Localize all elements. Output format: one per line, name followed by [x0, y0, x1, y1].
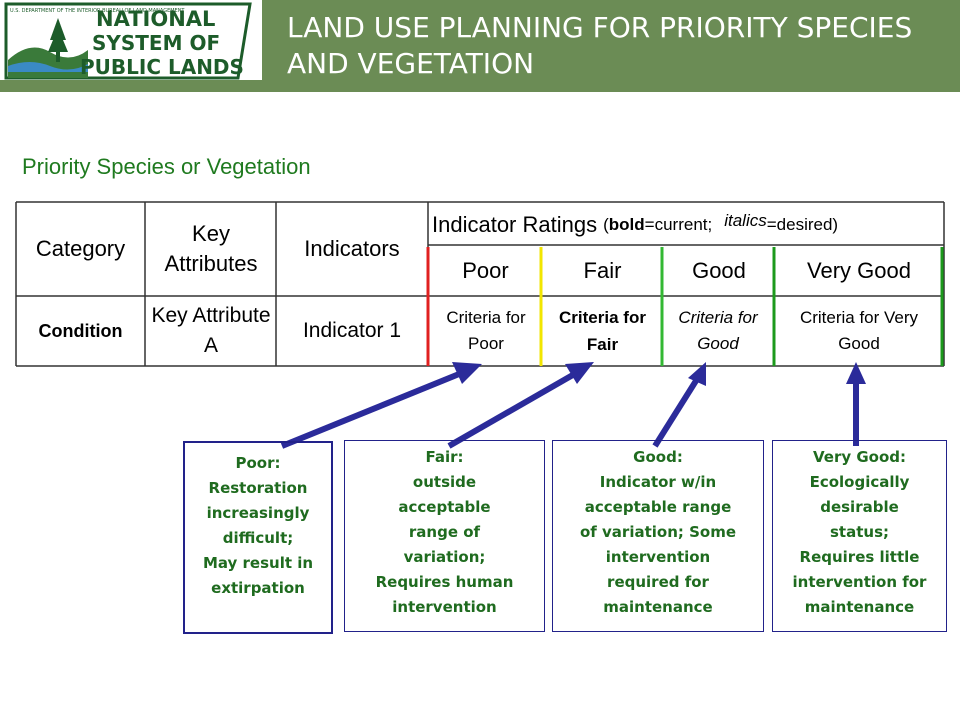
- rating-poor: Poor: [462, 258, 509, 283]
- header-category: Category: [35, 236, 126, 261]
- arrow-good-line: [652, 374, 702, 448]
- indicator-ratings-label: Indicator Ratings: [432, 212, 598, 237]
- rating-very-good: Very Good: [807, 258, 911, 283]
- exp-poor-line: extirpation: [211, 579, 305, 597]
- arrow-poor-line: [280, 369, 466, 449]
- exp-fair-line: Fair:: [425, 448, 464, 466]
- criteria-fair: Criteria for Fair: [559, 308, 646, 354]
- ratings-note-open: (: [603, 215, 609, 234]
- arrow-good-head: [688, 362, 706, 386]
- explanation-very-good: Very Good: Ecologically desirable status…: [772, 440, 947, 632]
- logo-line3: PUBLIC LANDS: [80, 55, 244, 79]
- exp-poor-line: difficult;: [222, 529, 294, 547]
- header-indicator-ratings: Indicator Ratings ( bold =current; itali…: [432, 206, 944, 244]
- exp-good-line: acceptable range: [584, 498, 732, 516]
- exp-poor-line: May result in: [202, 554, 314, 572]
- exp-very-good-line: status;: [830, 523, 889, 541]
- exp-fair-line: intervention: [392, 598, 497, 616]
- exp-good-line: Indicator w/in: [599, 473, 717, 491]
- exp-good-line: of variation; Some: [579, 523, 737, 541]
- arrow-poor-head: [452, 362, 482, 384]
- explanation-fair: Fair: outside acceptable range of variat…: [344, 440, 545, 632]
- criteria-poor: Criteria for Poor: [446, 308, 526, 353]
- exp-fair-line: Requires human: [375, 573, 514, 591]
- exp-good-line: intervention: [605, 548, 711, 566]
- ratings-note-bold: bold: [608, 215, 645, 234]
- criteria-good: Criteria for Good: [678, 308, 758, 353]
- explanation-good: Good: Indicator w/in acceptable range of…: [552, 440, 764, 632]
- row-key-attribute: Key Attribute A: [151, 304, 271, 357]
- ratings-note-italics: italics: [724, 211, 767, 230]
- exp-fair-line: variation;: [403, 548, 486, 566]
- rating-good: Good: [692, 258, 746, 283]
- exp-poor-line: Restoration: [208, 479, 308, 497]
- exp-very-good-line: maintenance: [804, 598, 915, 616]
- explanation-poor: Poor: Restoration increasingly difficult…: [183, 441, 333, 634]
- section-title: Priority Species or Vegetation: [22, 154, 311, 179]
- exp-good-line: required for: [607, 573, 709, 591]
- arrow-very-good-head: [846, 362, 866, 384]
- exp-very-good-line: desirable: [820, 498, 899, 516]
- exp-very-good-line: Very Good:: [812, 448, 907, 466]
- exp-very-good-line: Requires little: [799, 548, 920, 566]
- exp-fair-line: range of: [408, 523, 481, 541]
- exp-fair-line: outside: [412, 473, 477, 491]
- rating-fair: Fair: [583, 258, 622, 283]
- blm-logo: U.S. DEPARTMENT OF THE INTERIOR BUREAU O…: [0, 0, 262, 80]
- header-title: LAND USE PLANNING FOR PRIORITY SPECIES A…: [287, 11, 913, 80]
- exp-poor-line: increasingly: [206, 504, 310, 522]
- arrow-fair-head: [565, 362, 594, 384]
- exp-very-good-line: Ecologically: [809, 473, 910, 491]
- exp-fair-line: acceptable: [398, 498, 491, 516]
- logo-small-text: U.S. DEPARTMENT OF THE INTERIOR BUREAU O…: [10, 8, 185, 14]
- exp-good-line: Good:: [633, 448, 683, 466]
- header-bar: U.S. DEPARTMENT OF THE INTERIOR BUREAU O…: [0, 0, 960, 92]
- header-key-attributes: Key Attributes: [164, 221, 258, 276]
- row-indicator: Indicator 1: [302, 319, 402, 342]
- exp-poor-line: Poor:: [235, 454, 281, 472]
- row-category: Condition: [38, 320, 123, 341]
- ratings-note-current: =current;: [644, 215, 713, 234]
- criteria-very-good: Criteria for Very Good: [799, 308, 919, 353]
- logo-line1: NATIONAL: [96, 7, 215, 31]
- exp-very-good-line: intervention for: [792, 573, 927, 591]
- header-indicators: Indicators: [304, 236, 400, 261]
- exp-good-line: maintenance: [603, 598, 713, 616]
- logo-line2: SYSTEM OF: [92, 31, 220, 55]
- ratings-note-desired: =desired): [766, 215, 839, 234]
- arrow-fair-line: [447, 369, 580, 449]
